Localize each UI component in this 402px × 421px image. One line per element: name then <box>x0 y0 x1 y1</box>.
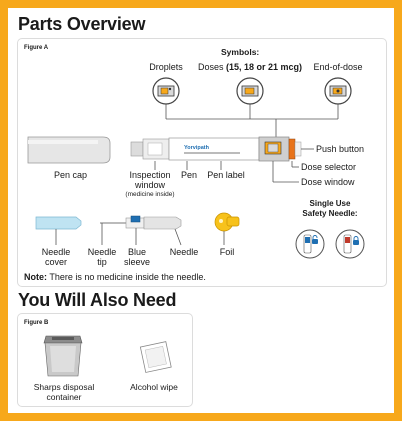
lock-icon <box>312 235 318 244</box>
foil-label: Foil <box>219 247 235 257</box>
needle-cover-label: Needle cover <box>41 247 71 267</box>
parts-overview-title: Parts Overview <box>18 14 146 34</box>
dose-selector-label: Dose selector <box>301 162 357 172</box>
doses-label: Doses (15, 18 or 21 mcg) <box>197 62 303 72</box>
pen-brand-text: Yorvipath <box>184 145 210 151</box>
pen-body-drawing: Yorvipath <box>130 136 302 162</box>
sharps-container-icon <box>43 335 83 377</box>
symbols-heading: Symbols: <box>221 47 260 57</box>
pen-cap-drawing <box>27 136 111 164</box>
figure-b-drawing <box>43 335 172 377</box>
needle-cover-drawing <box>35 216 82 230</box>
dose-window-label: Dose window <box>301 177 355 187</box>
needle-note: Note: There is no medicine inside the ne… <box>24 272 206 282</box>
lock-icon <box>353 236 359 245</box>
droplets-symbol-icon <box>152 77 180 105</box>
sharps-container-label: Sharps disposal container <box>33 382 95 402</box>
content-area: Parts Overview Figure A Symbols: Droplet… <box>8 8 394 413</box>
alcohol-wipe-icon <box>139 341 172 373</box>
inspection-window-label: Inspection window (medicine inside) <box>125 170 175 198</box>
needle-tip-label: Needle tip <box>87 247 117 267</box>
figure-a-label: Figure A <box>24 45 49 51</box>
figure-b-panel: Figure B Sharps disposal container Alcoh… <box>17 313 193 407</box>
doses-symbol-icon <box>236 77 264 105</box>
figure-b-label: Figure B <box>24 320 49 326</box>
also-need-title: You Will Also Need <box>18 290 177 310</box>
pen-label: Pen <box>180 170 198 180</box>
needle-assembly-drawing <box>100 215 182 230</box>
end-of-dose-symbol-icon <box>324 77 352 105</box>
pen-cap-label: Pen cap <box>54 170 88 180</box>
end-of-dose-label: End-of-dose <box>313 62 363 72</box>
blue-sleeve-label: Blue sleeve <box>123 247 151 267</box>
safety-needle-blue-icon <box>295 229 325 259</box>
needle-label: Needle <box>169 247 199 257</box>
alcohol-wipe-label: Alcohol wipe <box>130 382 178 392</box>
droplets-label: Droplets <box>149 62 183 72</box>
pen-label-label: Pen label <box>207 170 245 180</box>
push-button-label: Push button <box>316 144 365 154</box>
figure-a-panel: Figure A Symbols: Droplets Doses (15, 18… <box>17 38 387 287</box>
foil-drawing <box>214 212 240 232</box>
safety-needle-heading: Single Use Safety Needle: <box>302 199 358 218</box>
safety-needle-red-icon <box>335 229 365 259</box>
figure-a-drawing: Yorvipath <box>27 77 365 259</box>
